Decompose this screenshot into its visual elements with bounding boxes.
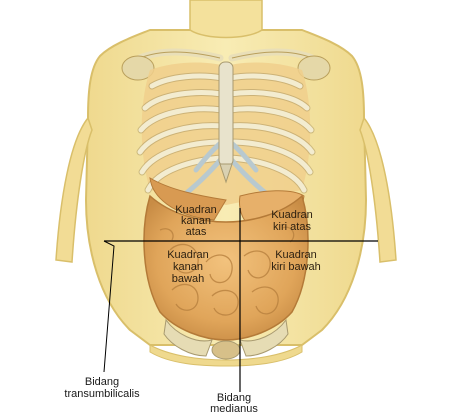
quadrant-label-lower-right: Kuadran kanan bawah <box>167 249 209 285</box>
label-text: bawah <box>172 273 204 285</box>
label-text: Kuadran <box>167 249 209 261</box>
label-text: kanan <box>173 261 203 273</box>
label-text: Kuadran <box>275 249 317 261</box>
label-text: kiri atas <box>273 221 311 233</box>
caption-transumbilical-plane: Bidang transumbilicalis <box>64 376 140 400</box>
caption-text: transumbilicalis <box>64 388 140 400</box>
quadrant-label-lower-left: Kuadran kiri bawah <box>271 249 321 273</box>
label-text: Kuadran <box>271 209 313 221</box>
bladder <box>212 341 240 359</box>
caption-text: Bidang <box>85 376 119 388</box>
label-text: kiri bawah <box>271 261 321 273</box>
caption-text: medianus <box>210 403 258 414</box>
label-text: atas <box>186 226 207 238</box>
caption-median-plane: Bidang medianus <box>210 392 258 414</box>
quadrant-label-upper-left: Kuadran kiri atas <box>271 209 313 233</box>
neck <box>190 0 262 38</box>
sternum <box>219 62 233 166</box>
